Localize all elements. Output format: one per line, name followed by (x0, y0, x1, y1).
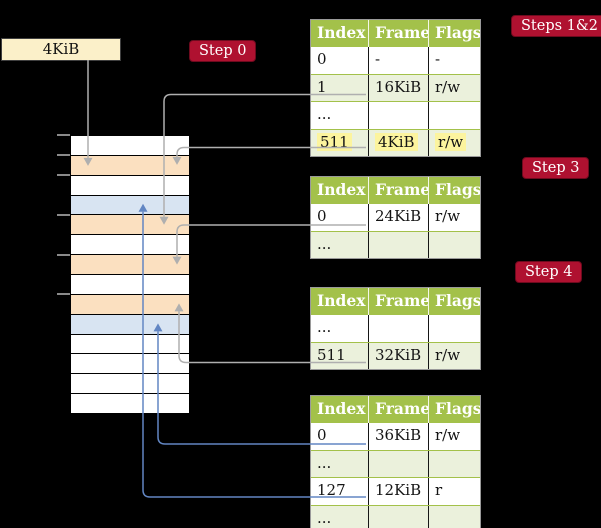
memory-row-1-orange (71, 154, 189, 175)
table-cell: 511 (317, 345, 346, 364)
table-cell (428, 505, 480, 528)
memory-boundary-tick (57, 213, 70, 216)
table-cell: 0 (317, 426, 327, 444)
badge-step-4: Step 4 (515, 261, 583, 283)
column-header: Index (317, 399, 366, 418)
column-header: Frame (368, 177, 428, 204)
column-header: Flags (428, 177, 480, 204)
table-cell: r/w (428, 423, 480, 450)
table-cell (368, 505, 428, 528)
highlighted-value: 4KiB (375, 132, 418, 151)
memory-row-2-white (71, 174, 189, 195)
memory-row-5-white (71, 234, 189, 255)
highlighted-value: r/w (435, 132, 467, 151)
table-cell: 127 (317, 481, 346, 499)
column-header: Flags (428, 20, 480, 47)
column-header: Flags (428, 288, 480, 315)
memory-boundary-tick (57, 173, 70, 176)
memory-row-9-blue (71, 313, 189, 334)
page-table-step-4a-row-0: ... (311, 315, 480, 342)
table-cell: 32KiB (368, 342, 428, 369)
memory-row-13-white (71, 393, 189, 414)
table-cell (368, 102, 428, 129)
memory-row-3-blue (71, 194, 189, 215)
table-cell: ... (317, 234, 332, 253)
table-cell (368, 450, 428, 477)
column-header: Index (317, 291, 366, 310)
table-cell: ... (317, 105, 332, 123)
frame-size-label: 4KiB (1, 38, 121, 61)
table-cell: r (428, 478, 480, 505)
table-cell: 16KiB (368, 74, 428, 101)
memory-row-8-orange (71, 293, 189, 314)
memory-boundary-tick (57, 293, 70, 296)
memory-column (70, 135, 190, 414)
memory-boundary-tick (57, 253, 70, 256)
page-table-steps-1-2-row-0: 0 -- (311, 47, 480, 74)
table-cell: r/w (428, 204, 480, 231)
table-cell: - (368, 47, 428, 74)
memory-row-4-orange (71, 214, 189, 235)
badge-step-3: Step 3 (522, 157, 590, 179)
memory-row-6-orange (71, 254, 189, 275)
column-header: Index (317, 23, 366, 42)
table-cell: ... (317, 453, 332, 472)
memory-row-7-white (71, 274, 189, 294)
page-table-step-3-row-1: ... (311, 230, 480, 258)
table-cell: 511 (311, 130, 368, 157)
memory-row-10-white (71, 333, 189, 354)
table-cell: r/w (428, 129, 480, 156)
table-cell: 0 (317, 50, 327, 68)
table-cell: - (428, 47, 480, 74)
memory-boundary-tick (57, 134, 70, 136)
column-header: Frame (368, 288, 428, 315)
table-cell: r/w (428, 342, 480, 369)
badge-step-0: Step 0 (189, 40, 257, 62)
table-cell: 0 (317, 207, 327, 225)
table-cell: 1 (317, 77, 327, 96)
table-cell (368, 231, 428, 258)
page-table-steps-1-2-row-2: ... (311, 101, 480, 129)
table-cell (368, 315, 428, 342)
table-cell (428, 102, 480, 129)
table-cell: r/w (428, 74, 480, 101)
memory-row-0-white (71, 136, 189, 155)
memory-boundary-tick (57, 153, 70, 156)
table-cell: 12KiB (368, 478, 428, 505)
column-header: Flags (428, 396, 480, 423)
column-header: Frame (368, 396, 428, 423)
page-table-step-4b-row-3: ... (311, 504, 480, 528)
table-cell: ... (317, 508, 332, 527)
memory-row-11-white (71, 353, 189, 374)
table-cell (428, 231, 480, 258)
table-cell (428, 450, 480, 477)
badge-steps-1-2: Steps 1&2 (511, 15, 601, 37)
column-header: Index (317, 180, 366, 199)
table-cell: 36KiB (368, 423, 428, 450)
table-cell: 24KiB (368, 204, 428, 231)
table-cell (428, 315, 480, 342)
table-cell: ... (317, 318, 332, 336)
column-header: Frame (368, 20, 428, 47)
table-cell: 4KiB (368, 129, 428, 156)
page-table-steps-1-2-row-3: 511 4KiB r/w (311, 128, 480, 157)
memory-row-12-white (71, 373, 189, 394)
page-table-step-4b-row-1: ... (311, 449, 480, 477)
highlighted-value: 511 (317, 132, 352, 151)
